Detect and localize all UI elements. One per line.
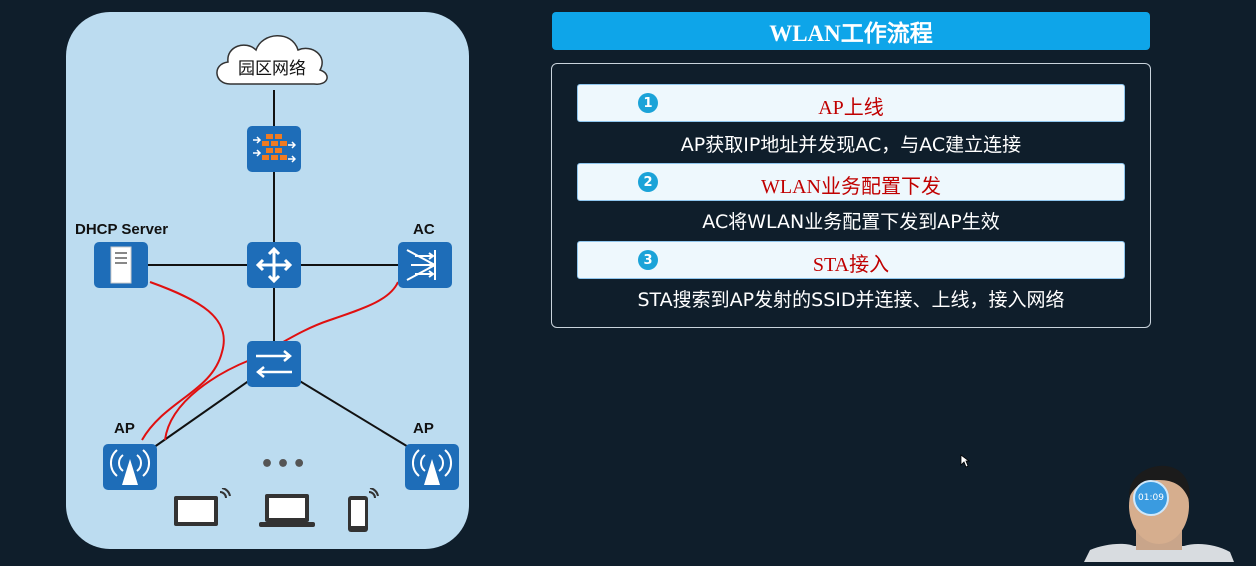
- video-timer-badge: 01:09: [1133, 480, 1169, 516]
- step-2-desc: AC将WLAN业务配置下发到AP生效: [702, 211, 1000, 233]
- step-3-title: STA接入: [812, 254, 890, 276]
- ap-right-label: AP: [413, 420, 434, 437]
- step-2-number: 2: [638, 172, 658, 192]
- phone-icon: [345, 487, 379, 538]
- steps-panel: 1 AP上线 AP获取IP地址并发现AC，与AC建立连接 2 WLAN业务配置下…: [551, 63, 1151, 328]
- mouse-cursor-icon: [960, 453, 971, 472]
- ac-label: AC: [413, 221, 435, 238]
- ap-icon: [103, 444, 157, 490]
- laptop-icon: [170, 487, 232, 536]
- step-1-title: AP上线: [818, 97, 884, 119]
- step-3-box: 3 STA接入: [577, 241, 1125, 279]
- step-3-desc: STA搜索到AP发射的SSID并连接、上线，接入网络: [637, 289, 1065, 311]
- step-3-number: 3: [638, 250, 658, 270]
- ap-left-label: AP: [114, 420, 135, 437]
- step-2-title: WLAN业务配置下发: [761, 176, 941, 198]
- laptop-icon: [257, 492, 319, 534]
- step-1-box: 1 AP上线: [577, 84, 1125, 122]
- ellipsis: •••: [260, 452, 309, 477]
- cloud-label: 园区网络: [238, 59, 306, 79]
- ac-icon: [398, 242, 452, 288]
- dhcp-server-label: DHCP Server: [75, 221, 169, 238]
- firewall-icon: [247, 126, 301, 172]
- switch-icon: [247, 341, 301, 387]
- server-icon: [94, 242, 148, 288]
- router-icon: [247, 242, 301, 288]
- step-1-number: 1: [638, 93, 658, 113]
- ap-icon: [405, 444, 459, 490]
- cloud-icon: [208, 26, 334, 96]
- panel-title: WLAN工作流程: [552, 12, 1150, 50]
- step-1-desc: AP获取IP地址并发现AC，与AC建立连接: [680, 134, 1022, 156]
- step-2-box: 2 WLAN业务配置下发: [577, 163, 1125, 201]
